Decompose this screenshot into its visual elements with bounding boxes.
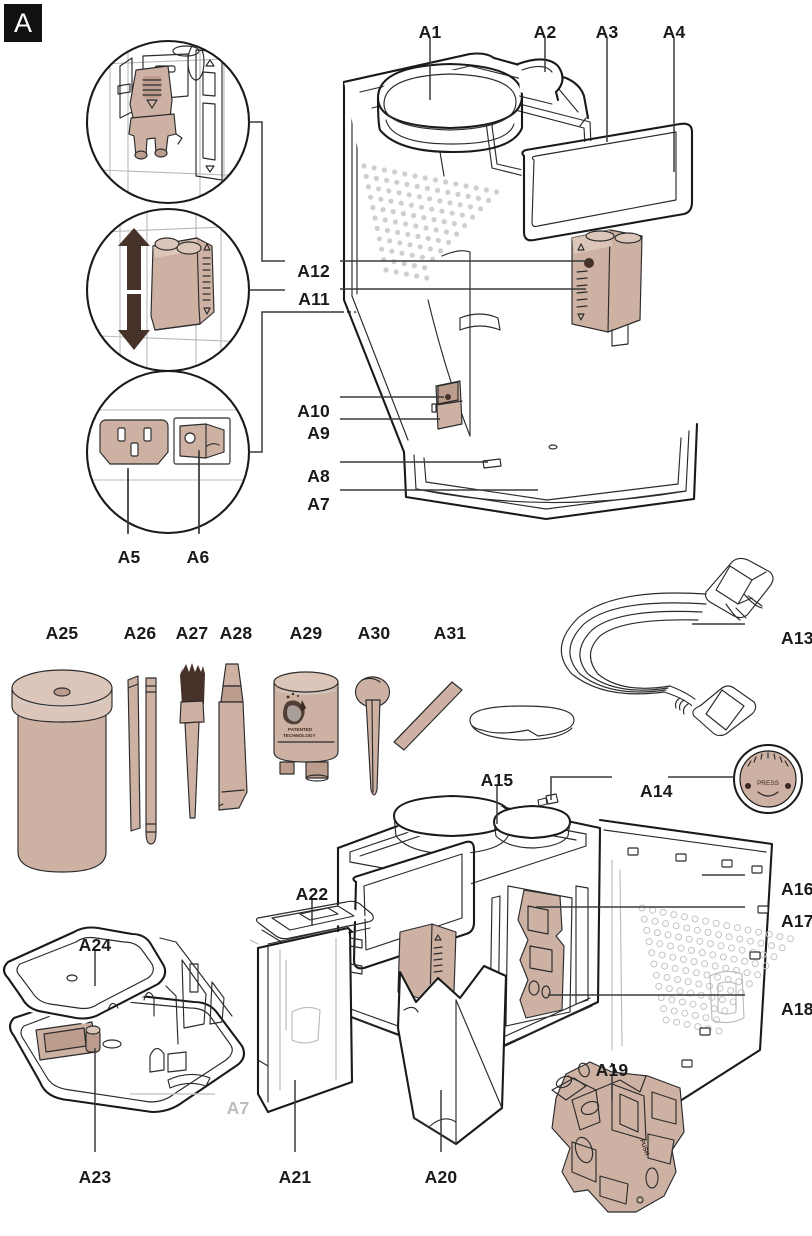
callout-a25: A25 — [45, 623, 79, 643]
coffee-dispenser — [571, 229, 643, 347]
callout-leader-lines — [94, 38, 745, 1152]
figure-tag: A — [4, 4, 42, 42]
callout-a7b: A7 — [226, 1098, 250, 1118]
drip-tray-float — [35, 1021, 101, 1061]
callout-a1: A1 — [418, 22, 442, 42]
brew-group-push-label: PUSH — [638, 1139, 649, 1157]
power-plug-appliance — [674, 684, 757, 737]
callout-a18: A18 — [781, 999, 812, 1019]
machine-open-assembly — [336, 793, 794, 1126]
grounds-container — [431, 380, 463, 430]
callout-a21: A21 — [278, 1167, 312, 1187]
filter-logo: PATENTED TECHNOLOGY — [283, 692, 315, 738]
measuring-spoon — [354, 676, 391, 796]
callout-a16: A16 — [781, 879, 812, 899]
milk-carafe — [11, 669, 113, 873]
brew-group-installed — [517, 889, 565, 1019]
callout-a23: A23 — [78, 1167, 112, 1187]
callout-a4: A4 — [662, 22, 686, 42]
detail-circle-dispenser — [85, 39, 251, 205]
cleaning-brush — [179, 663, 205, 819]
water-filter: PATENTED TECHNOLOGY — [273, 671, 339, 782]
bean-hopper-lid-piece — [469, 705, 575, 741]
power-plug-wall — [700, 557, 774, 621]
callout-a27: A27 — [175, 623, 209, 643]
callout-a5: A5 — [117, 547, 141, 567]
callout-a11: A11 — [298, 289, 330, 309]
callout-a15: A15 — [480, 770, 514, 790]
callout-a30: A30 — [357, 623, 391, 643]
callout-a20: A20 — [424, 1167, 458, 1187]
power-cord — [560, 557, 774, 737]
drip-tray-assembly — [2, 926, 246, 1116]
callout-a22: A22 — [295, 884, 329, 904]
detail-circle-power-panel — [85, 369, 251, 535]
callout-a31: A31 — [433, 623, 467, 643]
filter-logo-line2: TECHNOLOGY — [283, 733, 315, 738]
callout-a6: A6 — [186, 547, 210, 567]
water-tank — [249, 925, 363, 1114]
callout-a19: A19 — [595, 1060, 629, 1080]
filter-logo-line1: PATENTED — [288, 727, 313, 732]
hardness-disc-press-label: PRESS — [757, 780, 780, 787]
power-socket-detail — [99, 419, 169, 465]
callout-a3: A3 — [595, 22, 619, 42]
callout-a26: A26 — [123, 623, 157, 643]
callout-a2: A2 — [533, 22, 557, 42]
callout-a29: A29 — [289, 623, 323, 643]
water-tank-lid — [255, 900, 374, 947]
coffee-grounds-drawer — [396, 964, 508, 1146]
callout-a8: A8 — [307, 466, 330, 486]
callout-a24: A24 — [78, 935, 112, 955]
callout-a10: A10 — [297, 401, 330, 421]
callout-a17: A17 — [781, 911, 812, 931]
power-switch-detail — [173, 417, 231, 465]
filter-insertion-tool — [393, 681, 463, 751]
water-hardness-disc: PRESS — [733, 744, 803, 814]
callout-a14: A14 — [640, 781, 673, 801]
detail-circle-adjustable-dispenser — [85, 207, 251, 373]
brew-group-loose: PUSH — [551, 1061, 685, 1213]
main-machine-assembly — [342, 52, 699, 521]
ventilation-grille — [361, 163, 500, 281]
callout-a28: A28 — [219, 623, 253, 643]
callout-a7: A7 — [307, 494, 330, 514]
callout-a9: A9 — [307, 423, 330, 443]
measuring-scoop-handle — [127, 675, 157, 845]
callout-a13: A13 — [781, 628, 812, 648]
lubricant-tube — [218, 663, 248, 811]
callout-a12: A12 — [297, 261, 330, 281]
